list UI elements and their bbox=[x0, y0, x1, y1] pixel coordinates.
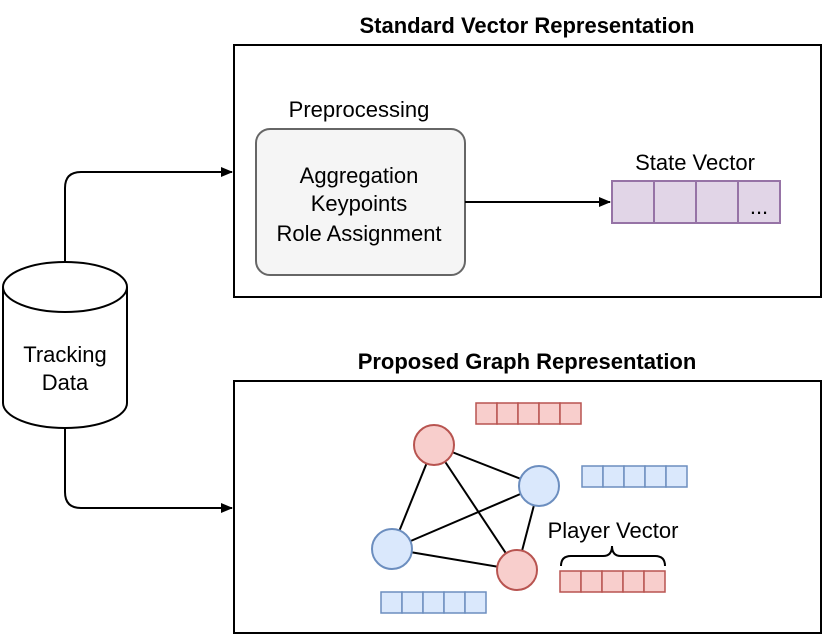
state-vector: ... bbox=[611, 180, 781, 224]
player-vector-brace bbox=[560, 545, 666, 567]
player-vector-label: Player Vector bbox=[548, 518, 679, 543]
tracking-data-label-line1: Tracking bbox=[23, 342, 107, 367]
state-vector-label: State Vector bbox=[635, 150, 755, 175]
player-vector bbox=[559, 570, 666, 593]
node-red-top bbox=[413, 424, 455, 466]
preprocessing-step-aggregation: Aggregation bbox=[300, 163, 419, 188]
tracking-data-cylinder: Tracking Data bbox=[2, 261, 128, 429]
feature-vector-blue-bottom bbox=[380, 591, 487, 614]
node-red-bottom bbox=[496, 549, 538, 591]
edge-red-top-to-red-bottom bbox=[433, 444, 518, 571]
preprocessing-label: Preprocessing bbox=[289, 97, 430, 122]
tracking-data-label-line2: Data bbox=[42, 370, 89, 395]
preprocessing-step-role-assignment: Role Assignment bbox=[276, 221, 441, 246]
edge-blue-left-to-red-bottom bbox=[391, 548, 518, 571]
connector-to-vector-panel bbox=[64, 167, 233, 262]
node-blue-right bbox=[518, 465, 560, 507]
connector-to-graph-panel bbox=[64, 428, 233, 513]
graph-panel-title: Proposed Graph Representation bbox=[358, 349, 697, 374]
edge-blue-left-to-blue-right bbox=[391, 485, 540, 550]
feature-vector-red-top bbox=[475, 402, 582, 425]
vector-panel-title: Standard Vector Representation bbox=[360, 13, 695, 38]
node-blue-left bbox=[371, 528, 413, 570]
preprocessing-step-keypoints: Keypoints bbox=[311, 191, 408, 216]
feature-vector-blue-right bbox=[581, 465, 688, 488]
state-vector-ellipsis: ... bbox=[750, 194, 768, 219]
